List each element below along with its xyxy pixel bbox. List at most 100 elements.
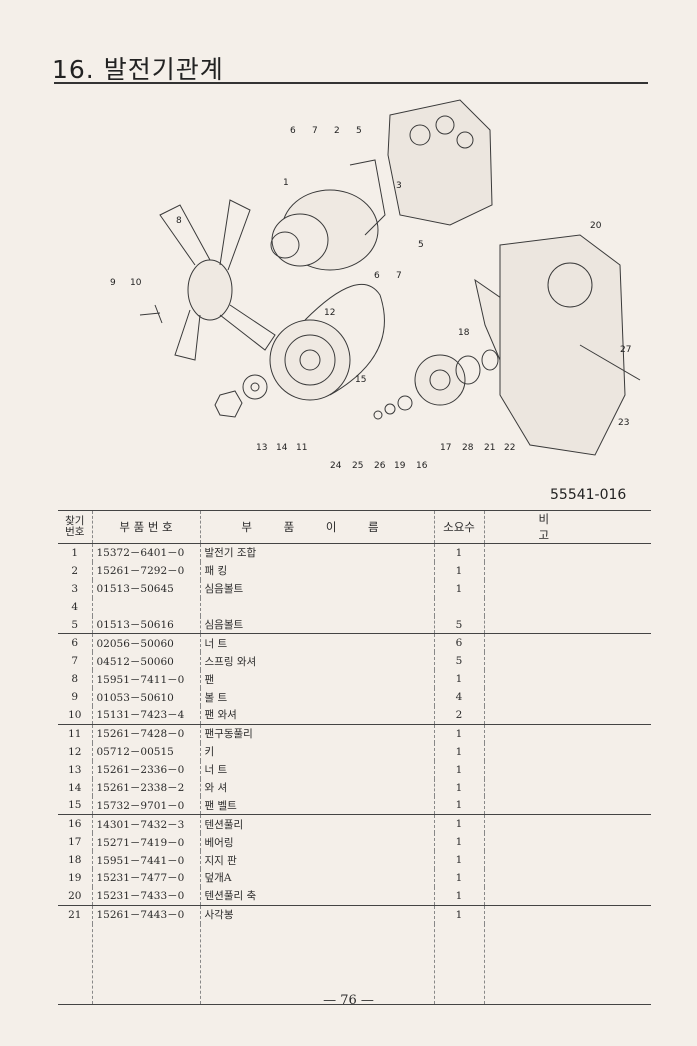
- cell-name: 스프링 와셔: [199, 652, 434, 671]
- cell-remarks: [483, 543, 651, 562]
- callout-26: 26: [374, 461, 386, 471]
- callout-20: 20: [590, 221, 602, 231]
- cell-qty: 6: [433, 633, 484, 653]
- cell-name: [199, 597, 434, 616]
- cell-remarks: [483, 724, 651, 743]
- callout-16: 16: [416, 461, 428, 471]
- cell-qty: 1: [433, 742, 484, 761]
- cell-empty: [483, 923, 651, 1005]
- cell-part-no: 04512－50060: [91, 652, 200, 671]
- table-row: 4: [58, 597, 651, 616]
- callout-7b: 7: [396, 271, 402, 281]
- cell-name: 발전기 조합: [199, 543, 434, 562]
- cell-remarks: [483, 688, 651, 707]
- cell-part-no: 01513－50616: [91, 615, 200, 635]
- cell-part-no: 15271－7419－0: [91, 833, 200, 852]
- cell-no: 13: [68, 763, 82, 776]
- crankcase-drawing: [499, 234, 626, 456]
- cell-part-no: 15732－9701－0: [91, 796, 200, 816]
- callout-5b: 5: [418, 240, 424, 250]
- cell-remarks: [483, 796, 651, 816]
- cell-part-no: 15261－7428－0: [91, 724, 200, 743]
- cell-name: 패 킹: [199, 561, 434, 580]
- cell-remarks: [483, 760, 651, 779]
- cell-qty: 1: [433, 760, 484, 779]
- cell-remarks: [483, 869, 651, 887]
- cell-part-no: 15951－7441－0: [91, 851, 200, 870]
- cell-qty: 1: [433, 851, 484, 870]
- cell-part-no: [91, 597, 200, 616]
- cell-name: 팬 와셔: [199, 706, 434, 725]
- cell-empty: [91, 923, 200, 1005]
- callout-21: 21: [484, 443, 495, 453]
- cell-remarks: [483, 652, 651, 671]
- cell-qty: 1: [433, 724, 484, 743]
- cell-name: 심음볼트: [199, 579, 434, 598]
- cell-qty: 1: [433, 814, 484, 834]
- cell-name: 심음볼트: [199, 615, 434, 635]
- cell-no: 12: [68, 745, 82, 758]
- cell-name: 키: [199, 742, 434, 761]
- header-no: 찾기 번호: [58, 510, 92, 544]
- cell-name: 팬구동풀리: [199, 724, 434, 743]
- cell-no: 2: [71, 564, 79, 577]
- figure-code: 55541-016: [550, 487, 627, 503]
- header-part-no: 부 품 번 호: [91, 510, 200, 544]
- callout-8: 8: [176, 216, 182, 226]
- cell-qty: 1: [433, 543, 484, 562]
- cell-part-no: 15261－7443－0: [91, 905, 200, 924]
- cell-no: 20: [58, 886, 92, 906]
- table-filler-row: [58, 923, 651, 1005]
- cell-empty: [58, 923, 92, 1005]
- callout-5: 5: [356, 126, 362, 136]
- header-remarks: 비 고: [483, 510, 651, 544]
- cell-part-no: 15231－7477－0: [91, 869, 200, 887]
- cell-remarks: [483, 561, 651, 580]
- cell-no: 7: [71, 655, 79, 668]
- cell-empty: [433, 923, 484, 1005]
- cell-remarks: [483, 706, 651, 725]
- cell-no: 1: [71, 546, 79, 559]
- cell-no: 18: [68, 854, 82, 867]
- callout-10: 10: [130, 278, 142, 288]
- callout-6: 6: [290, 126, 296, 136]
- cell-no: 9: [71, 691, 79, 704]
- callout-19: 19: [394, 461, 406, 471]
- cell-qty: 1: [433, 778, 484, 797]
- callout-15: 15: [355, 375, 366, 385]
- table-header-row: 찾기 번호 부 품 번 호 부 품 이 름 소요수 비 고: [58, 510, 651, 544]
- cell-qty: 5: [433, 615, 484, 635]
- cell-part-no: 15261－7292－0: [91, 561, 200, 580]
- cell-remarks: [483, 597, 651, 616]
- cell-qty: 1: [433, 670, 484, 689]
- cell-remarks: [483, 633, 651, 653]
- cell-name: 너 트: [199, 760, 434, 779]
- cell-no: 16: [68, 818, 82, 831]
- tension-pulley-drawing: [414, 354, 466, 406]
- cell-qty: 2: [433, 706, 484, 725]
- cell-remarks: [483, 615, 651, 635]
- cell-qty: 4: [433, 688, 484, 707]
- cell-remarks: [483, 833, 651, 852]
- cell-no: 14: [68, 781, 82, 794]
- cell-name: 베어링: [199, 833, 434, 852]
- callout-24: 24: [330, 461, 342, 471]
- callout-23: 23: [618, 418, 629, 428]
- callout-25: 25: [352, 461, 363, 471]
- callout-7: 7: [312, 126, 318, 136]
- callout-28: 28: [462, 443, 474, 453]
- cell-no: 19: [68, 871, 82, 884]
- callout-22: 22: [504, 443, 515, 453]
- cell-no: 6: [71, 637, 79, 650]
